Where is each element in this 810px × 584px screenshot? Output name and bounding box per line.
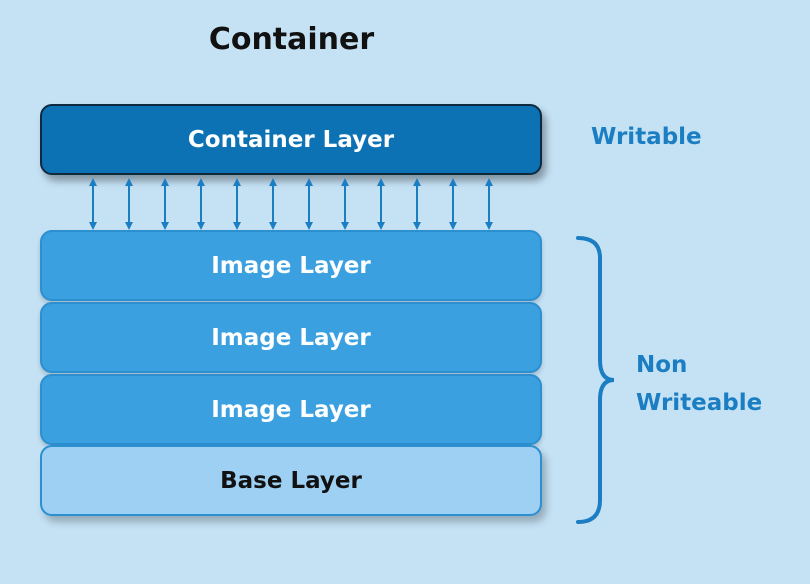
base-layer-label: Base Layer	[220, 467, 362, 494]
image-layer-2: Image Layer	[40, 302, 542, 373]
image-layer-label: Image Layer	[211, 252, 371, 279]
brace-icon	[576, 236, 615, 524]
container-layer: Container Layer	[40, 104, 542, 175]
non-writeable-line1: Non	[636, 352, 688, 378]
non-writeable-line2: Writeable	[636, 390, 763, 416]
base-layer: Base Layer	[40, 445, 542, 516]
image-layer-3: Image Layer	[40, 374, 542, 445]
diagram-title: Container	[208, 22, 375, 57]
non-writeable-label: Non Writeable	[636, 346, 762, 422]
image-layer-1: Image Layer	[40, 230, 542, 301]
image-layer-label: Image Layer	[211, 396, 371, 423]
image-layer-label: Image Layer	[211, 324, 371, 351]
writable-label: Writable	[591, 124, 702, 150]
container-layer-label: Container Layer	[187, 126, 395, 153]
